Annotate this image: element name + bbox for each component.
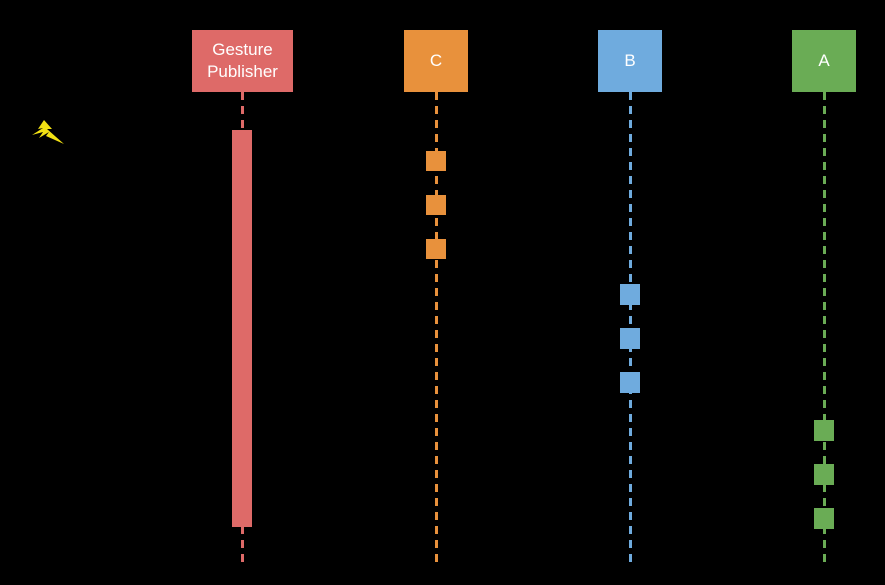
- activation-bar-c-3[interactable]: [426, 239, 446, 259]
- participant-header-gesture-publisher[interactable]: Gesture Publisher: [192, 30, 293, 92]
- lifeline-c: [434, 92, 438, 565]
- activation-bar-a-3[interactable]: [814, 508, 834, 529]
- activation-bar-gesture-publisher[interactable]: [232, 130, 252, 527]
- participant-header-b[interactable]: B: [598, 30, 662, 92]
- participant-header-c[interactable]: C: [404, 30, 468, 92]
- participant-label-c: C: [429, 51, 443, 71]
- participant-label-a: A: [818, 51, 830, 71]
- activation-bar-c-2[interactable]: [426, 195, 446, 215]
- participant-label-gesture-publisher: Gesture Publisher: [207, 40, 278, 81]
- activation-bar-a-1[interactable]: [814, 420, 834, 441]
- activation-bar-a-2[interactable]: [814, 464, 834, 485]
- activation-bar-c-1[interactable]: [426, 151, 446, 171]
- participant-header-a[interactable]: A: [792, 30, 856, 92]
- lightning-bolt-icon: [30, 118, 66, 146]
- activation-bar-b-2[interactable]: [620, 328, 640, 349]
- activation-bar-b-1[interactable]: [620, 284, 640, 305]
- participant-label-b: B: [624, 51, 636, 71]
- activation-bar-b-3[interactable]: [620, 372, 640, 393]
- lifeline-a: [822, 92, 826, 565]
